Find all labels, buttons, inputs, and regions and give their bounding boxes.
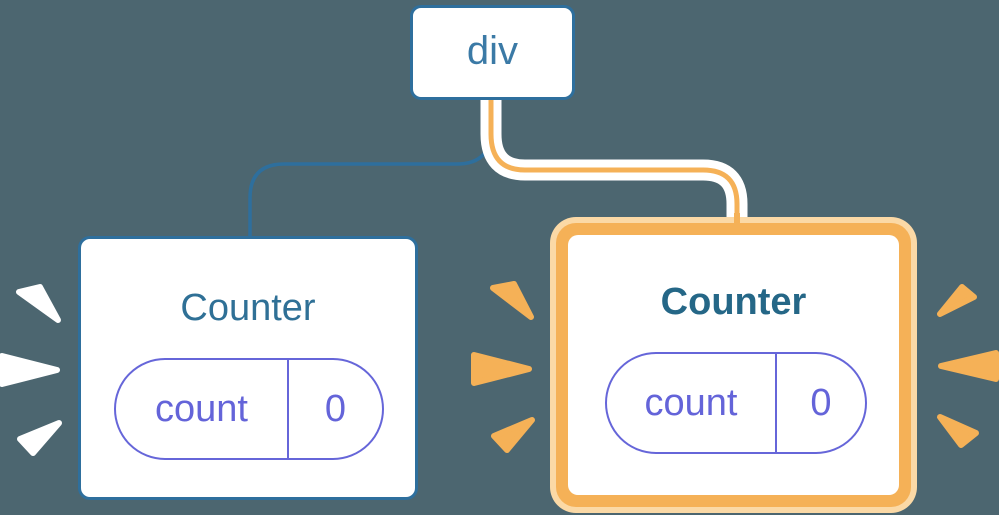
emphasis-burst-orange-right-icon xyxy=(937,284,999,448)
emphasis-burst-white-left-icon xyxy=(0,284,62,456)
state-key-right: count xyxy=(607,354,777,452)
counter-card-right-border: Counter count 0 xyxy=(556,223,911,507)
state-pill-right: count 0 xyxy=(605,352,867,454)
state-pill-left: count 0 xyxy=(114,358,384,460)
counter-card-right: Counter count 0 xyxy=(568,235,899,495)
connector-left-child xyxy=(248,95,493,242)
counter-card-left: Counter count 0 xyxy=(78,236,418,500)
state-key-left: count xyxy=(116,360,289,458)
state-value-right: 0 xyxy=(810,381,832,424)
counter-card-left-title: Counter xyxy=(180,287,316,329)
wire-entry-stub xyxy=(734,213,740,225)
root-node-label: div xyxy=(466,28,519,73)
state-value-left: 0 xyxy=(324,387,347,430)
root-node-div: div xyxy=(410,5,575,100)
connector-right-child-core xyxy=(488,95,740,220)
connector-right-child-casing xyxy=(480,95,748,220)
emphasis-burst-orange-inner-icon xyxy=(471,281,535,453)
counter-card-right-highlight: Counter count 0 xyxy=(550,217,917,513)
counter-card-right-title: Counter xyxy=(660,281,807,323)
